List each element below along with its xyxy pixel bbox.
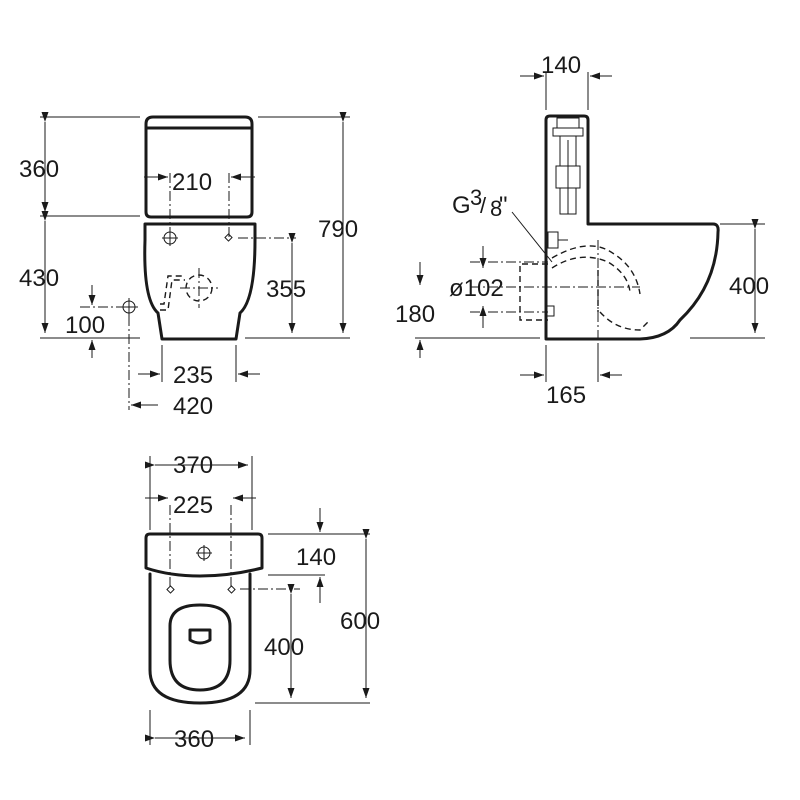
svg-text:G: G <box>452 192 471 219</box>
dim-tank-height: 360 <box>19 156 59 183</box>
dim-outlet-height: 100 <box>65 312 105 339</box>
dim-total-height: 790 <box>318 216 358 243</box>
front-fixing-holes <box>162 230 233 246</box>
top-drain-outline <box>188 628 212 645</box>
svg-text:": " <box>499 192 508 219</box>
svg-text:8: 8 <box>490 196 502 221</box>
dim-tank-depth-top: 140 <box>296 544 336 571</box>
dim-outlet-center-height: 180 <box>395 301 435 328</box>
thread-leader <box>511 211 553 263</box>
svg-text:/: / <box>480 193 487 218</box>
dim-inlet-height: 355 <box>266 276 306 303</box>
top-view: 370 225 140 600 400 360 <box>144 452 380 753</box>
side-flush-mechanism <box>552 117 584 215</box>
dim-total-depth: 600 <box>340 608 380 635</box>
top-tank-outline <box>144 532 264 578</box>
dim-bowl-width: 360 <box>174 726 214 753</box>
front-bowl-outline <box>143 222 257 341</box>
front-outlet-pipe-hidden <box>160 279 185 311</box>
dim-base-width: 235 <box>173 362 213 389</box>
svg-text:3: 3 <box>470 185 482 210</box>
front-tank-outline <box>144 115 254 219</box>
side-profile-outline <box>544 114 720 341</box>
side-inlet-valve <box>547 231 568 249</box>
dim-outlet-offset: 420 <box>173 393 213 420</box>
dim-tank-depth-side: 140 <box>541 52 581 79</box>
top-bowl-outline <box>148 572 252 705</box>
front-view: 360 210 430 790 355 100 235 420 <box>19 112 358 420</box>
side-outlet-flange <box>545 305 555 317</box>
dim-seat-height: 400 <box>729 273 769 300</box>
top-seat-opening <box>168 603 232 692</box>
dim-fixing-spacing-front: 210 <box>172 169 212 196</box>
side-view: 140 400 ø102 180 165 G 3 / 8 " <box>395 52 769 409</box>
dim-fixing-spacing-top: 225 <box>173 492 213 519</box>
dim-foot-depth: 165 <box>546 382 586 409</box>
dim-outlet-diameter: ø102 <box>449 275 504 302</box>
dim-bowl-height: 430 <box>19 265 59 292</box>
dim-fixing-to-bowl: 400 <box>264 634 304 661</box>
dim-tank-width-top: 370 <box>173 452 213 479</box>
thread-spec-label: G 3 / 8 " <box>452 185 508 221</box>
